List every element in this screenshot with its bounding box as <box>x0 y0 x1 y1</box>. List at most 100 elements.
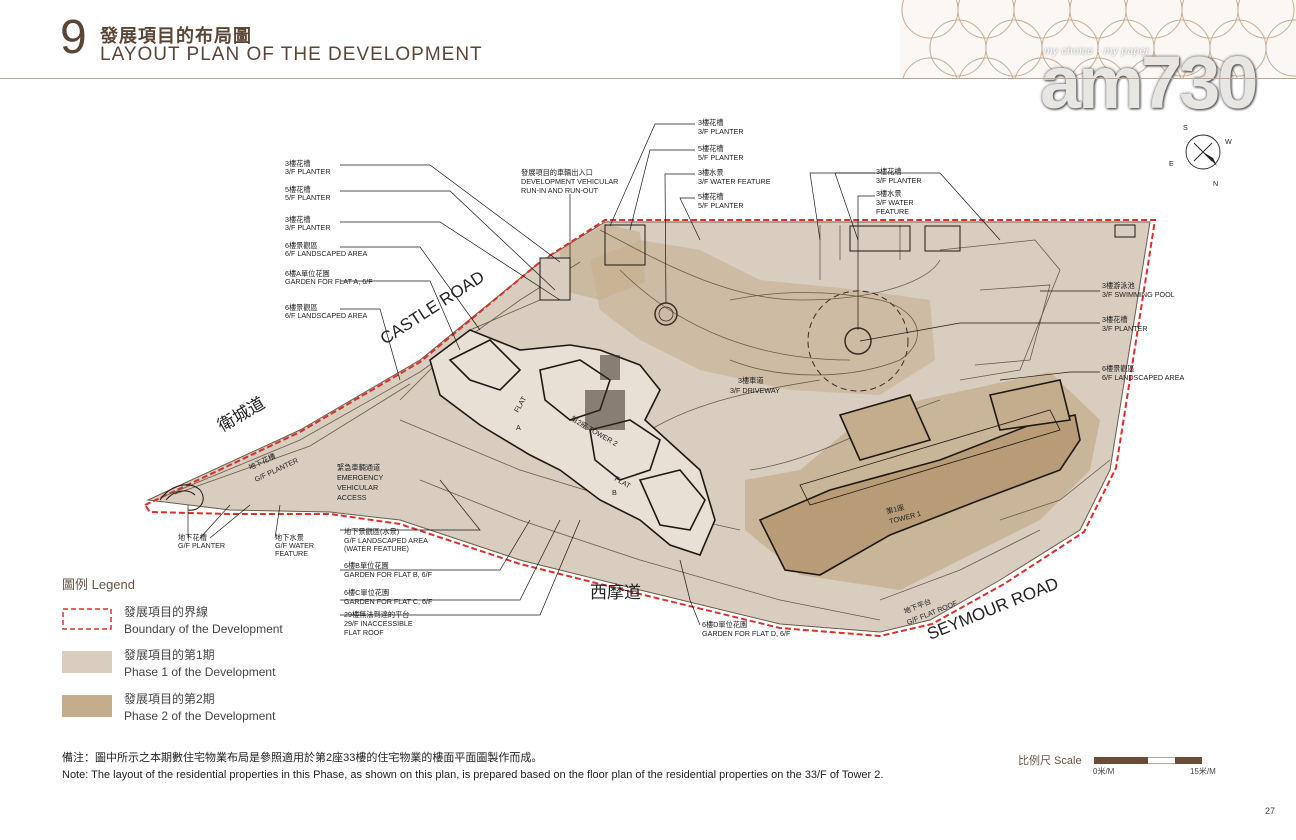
label-6f-landscaped-a-cn: 6樓景觀區 <box>285 241 318 250</box>
legend-boundary-en: Boundary of the Development <box>124 622 283 636</box>
legend-phase-1-en: Phase 1 of the Development <box>124 665 276 679</box>
label-6f-landscaped-b-cn: 6樓景觀區 <box>285 303 318 312</box>
label-6f-landscaped-b: 6/F LANDSCAPED AREA <box>285 311 367 320</box>
phase-2-swatch <box>62 695 112 717</box>
footnote-en: Note: The layout of the residential prop… <box>62 769 884 781</box>
footnote-cn: 備注：圖中所示之本期數住宅物業布局是參照適用於第2座33樓的住宅物業的樓面平面圖… <box>62 752 543 764</box>
compass-w: W <box>1225 137 1232 146</box>
watermark-tagline: my choice · my paper <box>1044 46 1150 57</box>
site-linework <box>159 225 1111 621</box>
decorative-circle-pattern <box>900 0 1296 78</box>
label-5f-planter-a-cn: 5樓花槽 <box>285 185 311 194</box>
label-vehicular-2: RUN-IN AND RUN-OUT <box>521 186 599 195</box>
leader-lines <box>187 123 1100 626</box>
label-gf-landscaped-2: (WATER FEATURE) <box>344 544 409 553</box>
label-3f-planter-d-cn: 3樓花槽 <box>876 167 902 176</box>
page-header: 9 發展項目的布局圖 LAYOUT PLAN OF THE DEVELOPMEN… <box>0 0 1296 124</box>
scale-start: 0米/M <box>1093 767 1115 776</box>
label-gf-water-1: G/F WATER <box>275 541 314 550</box>
label-driveway: 3/F DRIVEWAY <box>730 386 780 395</box>
label-3f-planter-a: 3/F PLANTER <box>285 167 331 176</box>
label-3f-planter-d: 3/F PLANTER <box>876 176 922 185</box>
label-3f-planter-b-cn: 3樓花槽 <box>285 215 311 224</box>
page-title-cn: 發展項目的布局圖 <box>100 26 252 47</box>
header-divider <box>0 78 1296 79</box>
phase-2-driveway-area <box>590 240 935 395</box>
label-emergency-cn: 緊急車輛通道 <box>337 463 380 472</box>
label-garden-flat-c-cn: 6樓C單位花園 <box>344 588 389 597</box>
label-emergency-3: ACCESS <box>337 493 367 502</box>
label-garden-flat-b-cn: 6樓B單位花園 <box>344 561 389 570</box>
label-3f-planter-c: 3/F PLANTER <box>698 127 744 136</box>
label-pool: 3/F SWIMMING POOL <box>1102 290 1175 299</box>
phase-2-corner-area <box>560 224 645 300</box>
road-castle-road-cn: 衛城道 <box>215 394 269 437</box>
label-5f-planter-c: 5/F PLANTER <box>698 201 744 210</box>
footnote: 備注：圖中所示之本期數住宅物業布局是參照適用於第2座33樓的住宅物業的樓面平面圖… <box>62 750 883 784</box>
label-garden-flat-d: GARDEN FOR FLAT D, 6/F <box>702 629 791 638</box>
label-gf-water-2: FEATURE <box>275 549 308 558</box>
label-gf-planter: G/F PLANTER <box>178 541 225 550</box>
label-vehicular-1: DEVELOPMENT VEHICULAR <box>521 177 618 186</box>
scale-bar <box>1094 757 1202 764</box>
phase-1-swatch <box>62 651 112 673</box>
labels-top: 發展項目的車輛出入口 DEVELOPMENT VEHICULAR RUN-IN … <box>521 118 922 216</box>
legend-boundary-cn: 發展項目的界線 <box>124 605 209 619</box>
label-emergency-2: VEHICULAR <box>337 483 378 492</box>
label-gf-planter-cn: 地下花槽 <box>178 533 207 542</box>
legend-phase-2-en: Phase 2 of the Development <box>124 709 276 723</box>
labels-bottom: 地下花槽 G/F PLANTER 地下水景 G/F WATER FEATURE … <box>178 527 791 638</box>
label-29f-roof-1: 29/F INACCESSIBLE <box>344 619 413 628</box>
am730-watermark-logo: am730 <box>1040 41 1258 124</box>
road-seymour-road-cn: 西摩道 <box>590 583 641 603</box>
label-29f-roof-cn: 29樓無法到達的平台 <box>344 610 410 619</box>
label-3f-water-b-cn: 3樓水景 <box>876 189 902 198</box>
label-garden-flat-d-cn: 6樓D單位花園 <box>702 620 747 629</box>
spiral-ramp <box>159 484 204 511</box>
tower-2-building <box>429 329 716 556</box>
labels-left: 3樓花槽 3/F PLANTER 5樓花槽 5/F PLANTER 3樓花槽 3… <box>285 159 373 320</box>
compass-s: S <box>1183 123 1188 132</box>
label-driveway-cn: 3樓車道 <box>738 376 764 385</box>
legend-phase-1-cn: 發展項目的第1期 <box>124 648 215 662</box>
label-garden-flat-b: GARDEN FOR FLAT B, 6/F <box>344 570 433 579</box>
label-flat-b-mark: B <box>612 488 617 497</box>
layout-plan-map: S W E N CASTLE ROAD 衛城道 SEYMOU <box>143 118 1232 644</box>
label-29f-roof-2: FLAT ROOF <box>344 628 384 637</box>
label-gf-water-cn: 地下水景 <box>275 533 304 542</box>
label-3f-planter-c-cn: 3樓花槽 <box>698 118 724 127</box>
label-garden-flat-a: GARDEN FOR FLAT A, 6/F <box>285 277 373 286</box>
legend-title: 圖例 Legend <box>62 577 135 592</box>
label-6f-landscaped-c-cn: 6樓景觀區 <box>1102 364 1135 373</box>
label-emergency-1: EMERGENCY <box>337 473 384 482</box>
tower-1-building <box>758 379 1081 576</box>
label-pool-cn: 3樓游泳池 <box>1102 281 1135 290</box>
page-number: 27 <box>1265 806 1276 816</box>
boundary-swatch <box>62 608 112 630</box>
label-gf-landscaped-1: G/F LANDSCAPED AREA <box>344 536 428 545</box>
label-5f-planter-c-cn: 5樓花槽 <box>698 192 724 201</box>
label-flat-a-mark: A <box>516 423 521 432</box>
label-3f-planter-e-cn: 3樓花槽 <box>1102 315 1128 324</box>
labels-right: 3樓游泳池 3/F SWIMMING POOL 3樓花槽 3/F PLANTER… <box>1102 281 1184 382</box>
page-title: LAYOUT PLAN OF THE DEVELOPMENT <box>100 44 483 65</box>
scale-label: 比例尺 Scale <box>1018 755 1082 767</box>
label-3f-water-b-1: 3/F WATER <box>876 198 914 207</box>
label-3f-water-a-cn: 3樓水景 <box>698 168 724 177</box>
label-6f-landscaped-c: 6/F LANDSCAPED AREA <box>1102 373 1184 382</box>
compass-e: E <box>1169 159 1174 168</box>
label-5f-planter-b-cn: 5樓花槽 <box>698 144 724 153</box>
label-vehicular-cn: 發展項目的車輛出入口 <box>521 168 593 177</box>
scale-end: 15米/M <box>1190 767 1216 776</box>
label-3f-water-a: 3/F WATER FEATURE <box>698 177 771 186</box>
compass-n: N <box>1213 179 1218 188</box>
label-5f-planter-b: 5/F PLANTER <box>698 153 744 162</box>
label-gf-landscaped-cn: 地下景觀區(水景) <box>344 527 399 536</box>
label-3f-water-b-2: FEATURE <box>876 207 909 216</box>
label-5f-planter-a: 5/F PLANTER <box>285 193 331 202</box>
label-garden-flat-a-cn: 6樓A單位花園 <box>285 269 330 278</box>
section-number: 9 <box>60 11 87 64</box>
legend-phase-2-cn: 發展項目的第2期 <box>124 692 215 706</box>
label-6f-landscaped-a: 6/F LANDSCAPED AREA <box>285 249 367 258</box>
compass-icon: S W E N <box>1169 123 1232 188</box>
